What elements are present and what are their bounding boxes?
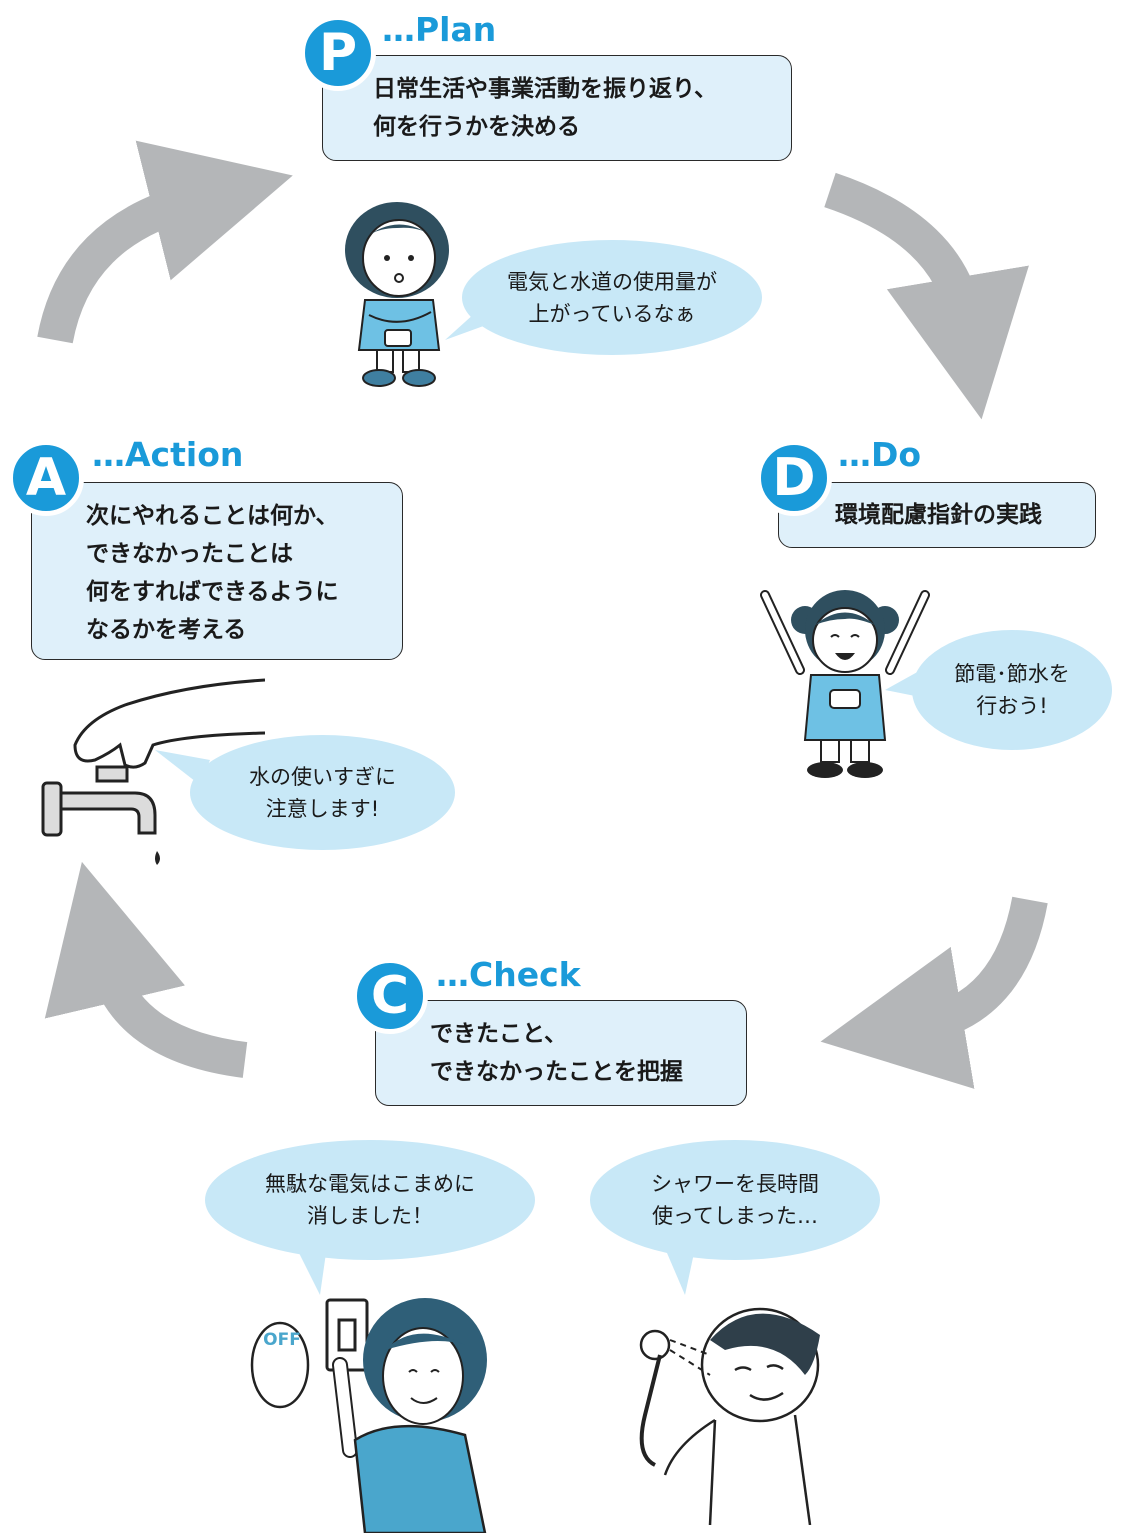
plan-text-line-2: 何を行うかを決める	[373, 114, 580, 140]
plan-title: …Plan	[382, 10, 497, 49]
check-text-line-1: できたこと、	[430, 1021, 568, 1047]
check-left-speech-line-2: 消しました！	[307, 1204, 433, 1228]
switch-off-sign: OFF	[263, 1330, 301, 1350]
action-speech-line-1: 水の使いすぎに	[249, 764, 396, 789]
action-badge: A	[8, 440, 84, 516]
arrow-action-to-plan	[37, 140, 293, 344]
check-left-speech-line-1: 無駄な電気はこまめに	[265, 1172, 475, 1196]
action-text-line-1: 次にやれることは何か、	[86, 503, 339, 529]
action-text-line-2: できなかったことは	[86, 541, 293, 567]
do-title: …Do	[838, 435, 922, 474]
plan-badge: P	[300, 15, 376, 91]
check-right-speech-line-2: 使ってしまった…	[651, 1204, 819, 1228]
action-title: …Action	[92, 435, 244, 474]
action-box: 次にやれることは何か、 できなかったことは 何をすればできるように なるかを考え…	[31, 482, 403, 660]
plan-speech-line-1: 電気と水道の使用量が	[507, 269, 717, 294]
arrow-do-to-check	[820, 896, 1048, 1089]
do-speech-line-2: 行おう!	[976, 694, 1048, 718]
arrow-plan-to-do	[824, 172, 1029, 420]
plan-speech-bubble: 電気と水道の使用量が 上がっているなぁ	[462, 240, 762, 355]
check-text-line-2: できなかったことを把握	[430, 1059, 683, 1085]
do-badge: D	[756, 440, 832, 516]
do-speech-bubble: 節電･節水を 行おう!	[912, 630, 1112, 750]
action-speech-line-2: 注意します!	[265, 796, 380, 821]
check-box: できたこと、 できなかったことを把握	[375, 1000, 747, 1106]
check-badge: C	[352, 958, 428, 1034]
check-right-speech-bubble: シャワーを長時間 使ってしまった…	[590, 1140, 880, 1260]
action-text-line-4: なるかを考える	[86, 617, 247, 643]
check-right-speech-line-1: シャワーを長時間	[651, 1172, 819, 1196]
faucet-hand-icon	[41, 678, 265, 865]
check-title: …Check	[436, 955, 581, 994]
woman-light-switch-icon	[250, 1298, 487, 1533]
do-speech-line-1: 節電･節水を	[954, 662, 1070, 686]
do-text-line-1: 環境配慮指針の実践	[835, 502, 1042, 528]
man-showering-icon	[639, 1307, 820, 1525]
plan-text-line-1: 日常生活や事業活動を振り返り、	[373, 76, 718, 102]
plan-box: 日常生活や事業活動を振り返り、 何を行うかを決める	[322, 55, 792, 161]
girl-cheering-icon	[760, 590, 930, 778]
do-box: 環境配慮指針の実践	[778, 482, 1096, 548]
action-text-line-3: 何をすればできるように	[86, 579, 339, 605]
action-speech-bubble: 水の使いすぎに 注意します!	[190, 735, 455, 850]
check-left-speech-bubble: 無駄な電気はこまめに 消しました！	[205, 1140, 535, 1260]
plan-speech-line-2: 上がっているなぁ	[528, 301, 696, 326]
arrow-check-to-action	[44, 861, 248, 1078]
woman-thinking-icon	[345, 202, 449, 387]
